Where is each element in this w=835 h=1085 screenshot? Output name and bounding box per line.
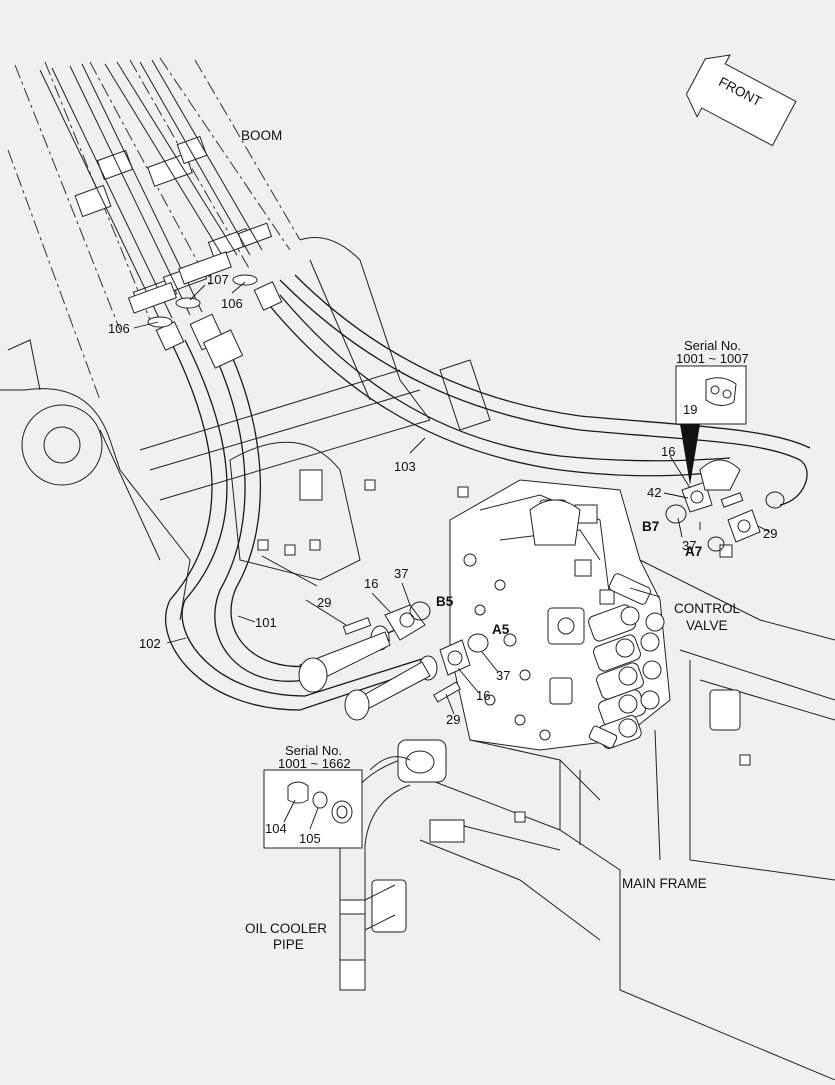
inset-serial-1007	[675, 365, 747, 485]
part-102: 102	[139, 636, 161, 651]
part-16-mid: 16	[364, 576, 378, 591]
part-16-top: 16	[661, 444, 675, 459]
part-104: 104	[265, 821, 287, 836]
inset-serial-1662	[263, 769, 363, 849]
port-b5: B5	[436, 594, 454, 609]
port-b7: B7	[642, 519, 659, 534]
hose-101	[204, 334, 396, 682]
part-29-right: 29	[763, 526, 777, 541]
oil-cooler-label-2: PIPE	[273, 937, 304, 952]
control-valve-label-2: VALVE	[686, 618, 728, 633]
part-107: 107	[207, 272, 229, 287]
hose-102	[165, 339, 426, 711]
hose-103	[264, 274, 811, 506]
part-42: 42	[647, 485, 661, 500]
leader-lines	[133, 281, 771, 830]
part-106-left: 106	[108, 321, 130, 336]
part-16-low: 16	[476, 688, 490, 703]
inset-top-serial-range: 1001 ~ 1007	[676, 351, 749, 366]
control-valve-label-1: CONTROL	[674, 601, 740, 616]
part-37-mid: 37	[394, 566, 408, 581]
part-29-mid: 29	[317, 595, 331, 610]
part-103: 103	[394, 459, 416, 474]
inset-top-serial-label: Serial No.	[684, 338, 741, 353]
front-arrow	[685, 54, 797, 147]
boom-fittings	[127, 251, 283, 369]
part-37-low: 37	[496, 668, 510, 683]
oil-cooler-label-1: OIL COOLER	[245, 921, 327, 936]
part-29-low: 29	[446, 712, 460, 727]
part-19: 19	[683, 402, 697, 417]
main-frame-label: MAIN FRAME	[622, 876, 707, 891]
part-105: 105	[299, 831, 321, 846]
main-frame	[229, 441, 835, 1081]
flange-fittings-right	[665, 459, 785, 552]
boom-outline	[0, 57, 491, 621]
part-106-right: 106	[221, 296, 243, 311]
port-a7: A7	[685, 544, 702, 559]
flange-fittings-mid	[298, 601, 489, 721]
oil-cooler-pipe	[339, 739, 447, 991]
part-101: 101	[255, 615, 277, 630]
valve-spools	[588, 573, 665, 749]
part-37-right: 37	[682, 538, 696, 553]
port-a5: A5	[492, 622, 510, 637]
inset-bottom-serial-label: Serial No.	[285, 743, 342, 758]
boom-label: BOOM	[241, 128, 282, 143]
inset-bottom-serial-range: 1001 ~ 1662	[278, 756, 351, 771]
